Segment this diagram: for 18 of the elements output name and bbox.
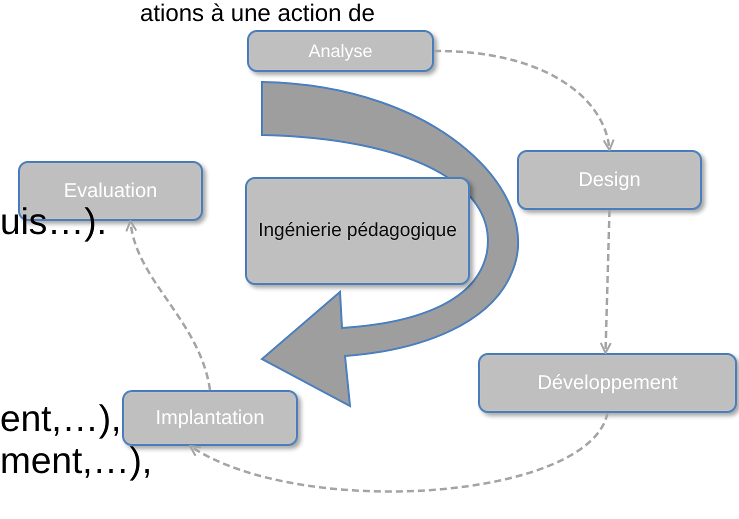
box-label: Evaluation bbox=[62, 178, 158, 204]
slide-text-fragment: ent,…), bbox=[0, 400, 122, 437]
slide-text-fragment: ment,…), bbox=[0, 442, 152, 479]
process-box bbox=[122, 390, 298, 446]
process-box bbox=[245, 177, 470, 285]
dashed-arrow bbox=[434, 50, 614, 151]
dashed-arrow bbox=[126, 220, 212, 390]
box-label: Développement bbox=[536, 370, 679, 396]
dashed-arrow bbox=[189, 412, 609, 493]
process-box bbox=[247, 30, 434, 72]
box-label: Design bbox=[577, 168, 642, 192]
box-label: Implantation bbox=[154, 406, 266, 430]
process-box bbox=[478, 353, 737, 413]
box-label: Ingénierie pédagogique bbox=[257, 219, 458, 244]
dashed-arrow bbox=[600, 210, 612, 354]
slide-text-fragment: ations à une action de bbox=[140, 2, 375, 26]
box-label: Analyse bbox=[307, 40, 374, 63]
process-box bbox=[517, 150, 702, 210]
